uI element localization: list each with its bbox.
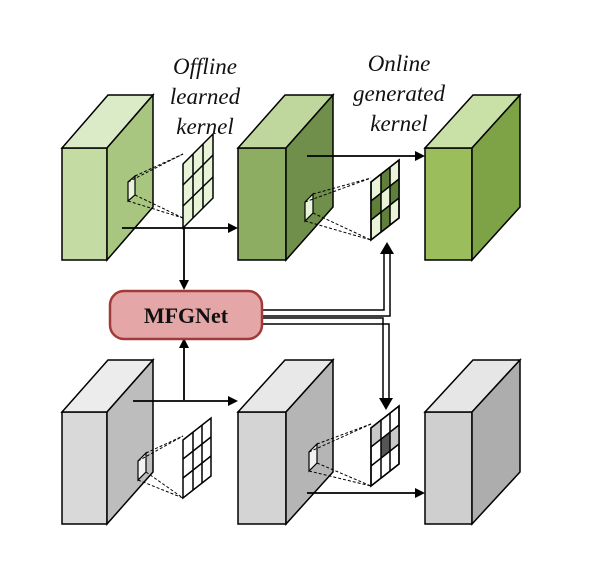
offline-kernel-receptive-field [127, 153, 184, 219]
online-label-line2: generated [353, 81, 445, 106]
offline-kernel-grid [182, 132, 214, 230]
offline-label-line3: kernel [176, 114, 233, 139]
online-label-line1: Online [368, 51, 431, 76]
gray-feature-map-2 [236, 358, 335, 526]
mfgnet-label: MFGNet [144, 303, 229, 328]
offline-label-line2: learned [170, 84, 241, 109]
gray-feature-map-1 [60, 358, 155, 526]
connector-mfgnet-to-bottom-kernel [262, 317, 393, 410]
mfgnet-module: MFGNet [108, 289, 264, 341]
online-label-line3: kernel [370, 111, 427, 136]
green-feature-map-3 [423, 93, 522, 262]
bottom-middle-kernel-receptive-field [308, 423, 372, 487]
green-feature-map-1 [60, 92, 155, 263]
online-kernel-grid [370, 158, 400, 242]
gray-feature-map-3 [423, 358, 522, 526]
offline-label-line1: Offline [173, 54, 237, 79]
bottom-left-kernel-grid [182, 416, 212, 500]
bottom-left-kernel-receptive-field [137, 435, 184, 499]
green-feature-map-2 [236, 93, 335, 262]
online-kernel-receptive-field [304, 177, 372, 241]
bottom-middle-kernel-grid [370, 404, 400, 488]
connector-mfgnet-to-online-kernel [262, 242, 394, 317]
